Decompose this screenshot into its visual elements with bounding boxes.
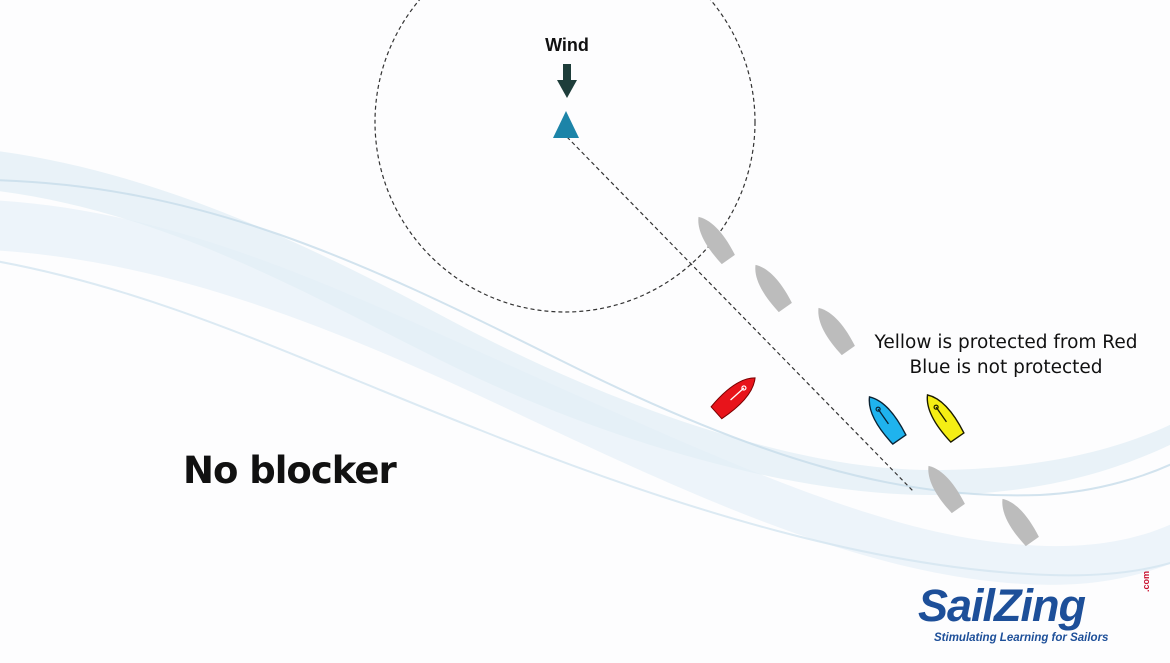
- ghost-boat: [1002, 498, 1039, 547]
- ghost-boat: [698, 216, 735, 265]
- layline: [566, 136, 915, 493]
- windward-mark: [553, 111, 579, 138]
- logo-tagline: Stimulating Learning for Sailors: [934, 632, 1109, 644]
- red-boat: [710, 377, 756, 420]
- wave-band-4: [0, 260, 1170, 577]
- wind-arrow-icon: [557, 64, 577, 98]
- blue-boat: [868, 396, 907, 445]
- ghost-boat: [755, 264, 792, 313]
- wave-band-3: [0, 179, 1170, 497]
- note-line-yellow: Yellow is protected from Red: [874, 332, 1138, 353]
- logo-wordmark: SailZing: [918, 580, 1086, 631]
- protection-note: Yellow is protected from Red Blue is not…: [858, 330, 1154, 380]
- wave-band-1: [0, 151, 1170, 495]
- note-line-blue: Blue is not protected: [909, 357, 1103, 378]
- sailzing-logo: SailZing .com Stimulating Learning for S…: [916, 571, 1156, 650]
- yellow-boat: [926, 394, 965, 443]
- zone-circle: [374, 0, 756, 313]
- logo-suffix: .com: [1141, 570, 1151, 592]
- scenario-title: No blocker: [183, 449, 397, 492]
- wind-label: Wind: [545, 35, 589, 55]
- ghost-boat: [818, 307, 855, 356]
- wave-band-2: [0, 200, 1170, 585]
- ghost-boat: [928, 465, 965, 514]
